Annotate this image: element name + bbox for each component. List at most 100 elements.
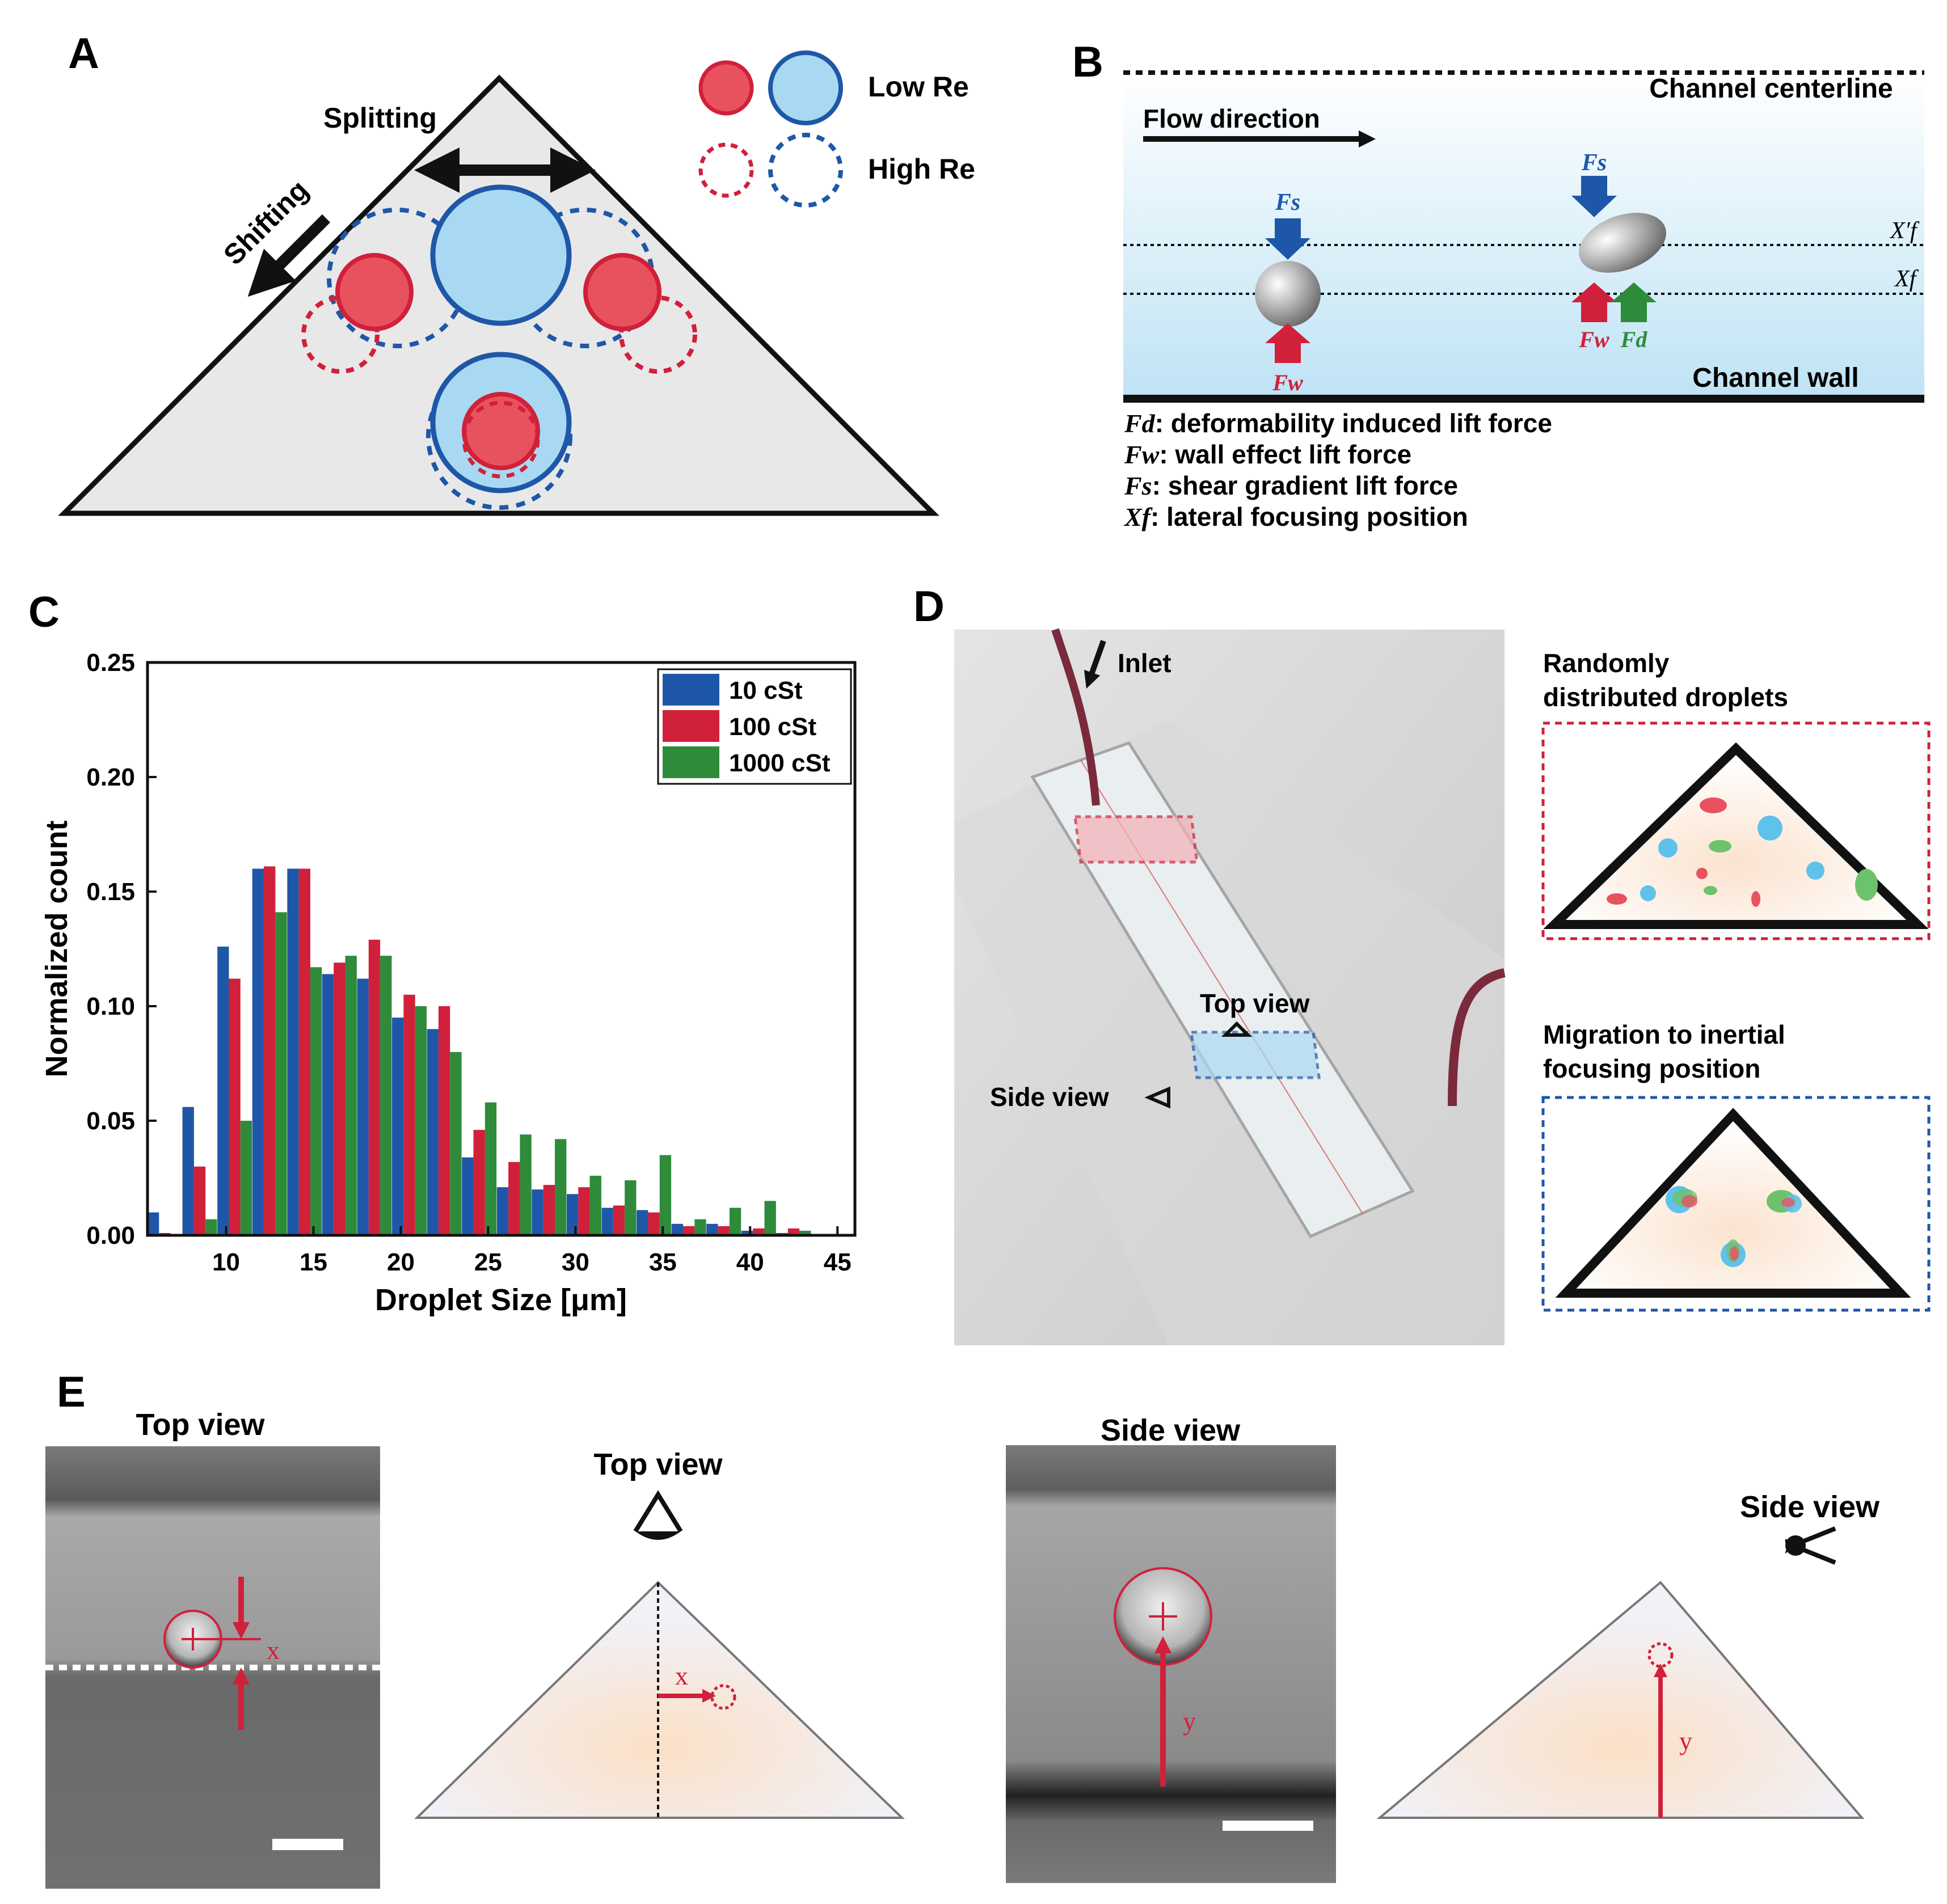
bar-100-cst — [787, 1228, 800, 1235]
bars-group — [148, 866, 811, 1235]
bar-10-cst — [287, 868, 299, 1235]
droplet-red — [1751, 891, 1760, 907]
top-view-photo-title: Top view — [136, 1408, 265, 1442]
legend-low-re: Low Re — [868, 71, 969, 103]
fw-arrow-left — [1265, 323, 1310, 363]
bar-100-cst — [298, 868, 310, 1235]
random-label-1: Randomly — [1543, 648, 1670, 678]
y-tick-label: 0.00 — [86, 1222, 135, 1249]
migration-label-2: focusing position — [1543, 1054, 1760, 1083]
panel-c-letter: C — [28, 588, 60, 636]
low-re-small-droplet — [462, 392, 540, 470]
bar-100-cst — [438, 1006, 450, 1235]
legend-red-solid — [698, 60, 754, 116]
droplet-position-marker — [710, 1684, 736, 1710]
shifting-label: Shifting — [217, 174, 314, 271]
panel-a-letter: A — [68, 29, 99, 78]
droplet-red — [1730, 1246, 1739, 1261]
bar-100-cst — [264, 866, 276, 1235]
bar-1000-cst — [380, 956, 392, 1235]
migration-box — [1541, 1096, 1931, 1312]
spherical-droplet — [1255, 261, 1321, 327]
bar-10-cst — [741, 1230, 753, 1235]
definition-fs: Fs: shear gradient lift force — [1124, 471, 1458, 500]
legend-swatch — [663, 710, 719, 742]
y-tick-label: 0.20 — [86, 763, 135, 791]
high-re-small-droplet — [619, 295, 697, 374]
top-view-eye-icon — [633, 1490, 683, 1540]
x-tick-label: 20 — [387, 1248, 415, 1276]
top-view-diagram-title: Top view — [593, 1447, 723, 1481]
side-view-eye-icon — [1144, 1086, 1170, 1109]
droplet-blue — [1658, 838, 1678, 858]
panel-d: D Inlet Top view Side view Randomly dist… — [885, 567, 1947, 1361]
downstream-region-highlight — [1190, 1031, 1321, 1079]
fw-label-left: Fw — [1272, 370, 1303, 395]
bar-1000-cst — [729, 1208, 741, 1235]
high-re-droplet — [426, 364, 572, 510]
y-tick-label: 0.25 — [86, 649, 135, 677]
bar-10-cst — [252, 868, 264, 1235]
side-view-diagram-title: Side view — [1740, 1490, 1880, 1524]
y-label-diagram: y — [1679, 1726, 1692, 1755]
bar-10-cst — [532, 1189, 543, 1235]
bar-10-cst — [706, 1223, 718, 1235]
bar-1000-cst — [764, 1201, 776, 1235]
legend-blue-dashed — [768, 133, 843, 208]
high-re-small-droplet — [301, 295, 380, 374]
bar-100-cst — [543, 1185, 555, 1235]
droplet-blue — [1806, 862, 1824, 880]
panel-d-figure: D Inlet Top view Side view Randomly dist… — [913, 582, 1931, 1345]
side-view-photo-title: Side view — [1101, 1413, 1241, 1447]
droplet-red — [1700, 797, 1727, 813]
panel-a-figure: A Splitting Shifting Low Re High Re — [58, 29, 975, 516]
bar-100-cst — [508, 1162, 520, 1235]
bar-10-cst — [671, 1223, 684, 1235]
top-view-label: Top view — [1200, 989, 1310, 1018]
side-view-photo: y — [1006, 1445, 1336, 1883]
top-view-triangle — [414, 1581, 905, 1819]
bar-10-cst — [322, 974, 334, 1235]
side-view-triangle — [1376, 1581, 1865, 1819]
outlet-tubing — [1448, 968, 1506, 1107]
y-label-photo: y — [1183, 1707, 1196, 1736]
x-tick-label: 25 — [474, 1248, 502, 1276]
inlet-tubing — [1051, 628, 1100, 806]
migration-label-1: Migration to inertial — [1543, 1020, 1785, 1049]
fs-label-left: Fs — [1275, 189, 1300, 216]
legend-red-dashed — [698, 142, 754, 198]
legend-swatch — [663, 674, 719, 706]
random-droplets — [1607, 797, 1878, 907]
x-axis-label: Droplet Size [μm] — [375, 1283, 627, 1317]
panel-a: A Splitting Shifting Low Re High Re — [0, 0, 1021, 533]
fw-arrow-right — [1571, 282, 1617, 322]
fd-arrow-right — [1611, 282, 1657, 322]
scale-bar — [272, 1839, 343, 1850]
bar-1000-cst — [484, 1102, 497, 1235]
bar-1000-cst — [310, 967, 322, 1235]
y-tick-label: 0.15 — [86, 878, 135, 906]
shifting-arrow — [247, 214, 331, 297]
bar-10-cst — [182, 1107, 194, 1235]
deformed-droplet — [1579, 213, 1666, 273]
bar-10-cst — [148, 1212, 159, 1235]
bar-10-cst — [637, 1210, 648, 1235]
random-triangle — [1543, 742, 1929, 929]
panel-d-letter: D — [913, 582, 945, 631]
panel-e-letter: E — [57, 1368, 86, 1416]
bar-100-cst — [334, 962, 345, 1235]
panel-b-letter: B — [1072, 38, 1103, 86]
bar-100-cst — [578, 1187, 590, 1235]
inlet-label: Inlet — [1118, 648, 1171, 678]
panel-b-figure: B Channel centerline Channel wall Flow d… — [1072, 38, 1924, 531]
fs-arrow-right — [1571, 176, 1617, 217]
droplet-red — [1781, 1198, 1795, 1207]
x-tick-label: 15 — [300, 1248, 327, 1276]
legend-blue-solid — [768, 50, 843, 125]
legend-label: 10 cSt — [729, 677, 803, 704]
y-axis-label: Normalized count — [40, 820, 74, 1077]
bar-10-cst — [217, 946, 229, 1235]
channel-region — [1123, 73, 1924, 397]
